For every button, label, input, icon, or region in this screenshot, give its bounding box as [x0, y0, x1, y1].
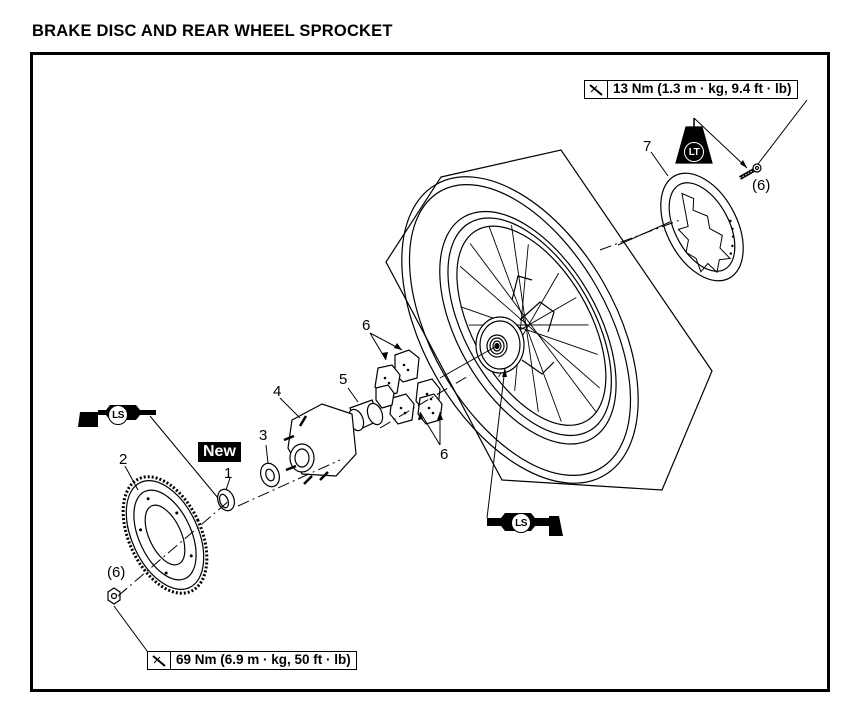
torque-spec-sprocket-nut: 69 Nm (6.9 m · kg, 50 ft · lb) [147, 651, 357, 670]
part-label-1: 1 [224, 465, 233, 482]
part-label-4: 4 [273, 383, 282, 400]
part-label-5: 5 [339, 371, 348, 388]
new-part-badge: New [198, 442, 241, 462]
part-label-6: 6 [440, 446, 449, 463]
assembly-axis [117, 219, 681, 597]
wheel-outline-hexagon [385, 149, 713, 491]
sprocket-nut [107, 587, 121, 605]
wheel-hub [475, 275, 555, 375]
nut-quantity-label: (6) [107, 564, 126, 581]
part-label-2: 2 [119, 451, 128, 468]
torque-spec-disc-bolt: 13 Nm (1.3 m · kg, 9.4 ft · lb) [584, 80, 798, 99]
bearing [259, 462, 281, 488]
torque-wrench-icon [148, 652, 171, 669]
bolt-quantity-label: (6) [752, 177, 771, 194]
brake-disc [660, 172, 744, 282]
locktite-badge: LT [684, 142, 704, 162]
damper-axis [439, 346, 496, 379]
disc-axis [617, 221, 671, 246]
lithium-grease-badge: LS [108, 405, 128, 425]
rear-sprocket [121, 475, 209, 595]
torque-value: 13 Nm (1.3 m · kg, 9.4 ft · lb) [613, 81, 792, 96]
part-label-6: 6 [362, 317, 371, 334]
disc-bolt [739, 163, 762, 180]
rear-wheel [401, 176, 639, 484]
torque-wrench-icon [585, 81, 608, 98]
oil-seal [216, 488, 236, 512]
diagram-frame [30, 52, 830, 692]
torque-value: 69 Nm (6.9 m · kg, 50 ft · lb) [176, 652, 351, 667]
page-title: BRAKE DISC AND REAR WHEEL SPROCKET [32, 22, 393, 40]
sprocket-hub [283, 403, 357, 485]
leader-lines [113, 99, 808, 656]
lithium-grease-badge: LS [511, 513, 531, 533]
part-label-3: 3 [259, 427, 268, 444]
part-label-7: 7 [643, 138, 652, 155]
